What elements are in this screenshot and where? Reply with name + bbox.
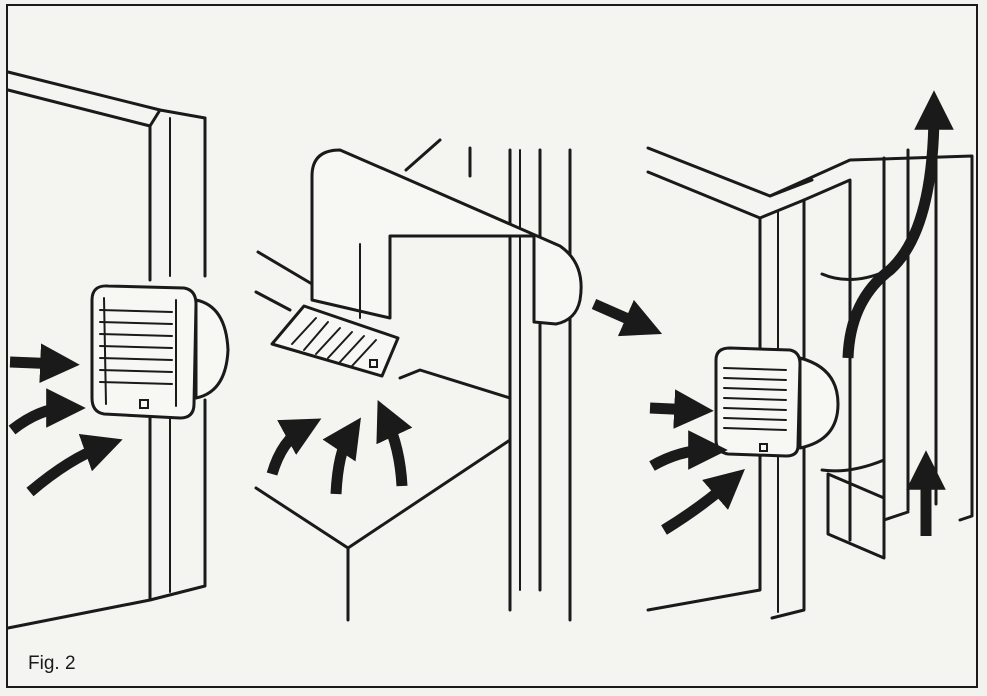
pull-cord-switch [139,399,149,409]
airflow-arrows-up [266,400,413,495]
cavity-wall [646,146,974,620]
panel-wall-mounted-fan [6,70,230,630]
fan-louvres [99,309,173,385]
grille-louvres [291,317,377,367]
airflow-arrow-up-duct [842,90,954,359]
grille-switch [369,359,378,368]
airflow-arrows-in [8,343,123,497]
airflow-arrows-in-cavity [649,389,745,535]
fan-unit [90,284,230,420]
airflow-arrow-out [591,298,663,337]
room-corner [254,138,572,622]
fan-unit-cavity [714,346,840,458]
cavity-fan-switch [759,443,768,452]
panel-ducted-fan [254,138,663,622]
duct-bend [310,148,583,326]
panel-cavity-fan [646,90,974,620]
figure-caption: Fig. 2 [28,653,76,674]
wall-panel [6,70,207,630]
cavity-fan-louvres [723,367,787,431]
ceiling-grille [270,304,400,378]
